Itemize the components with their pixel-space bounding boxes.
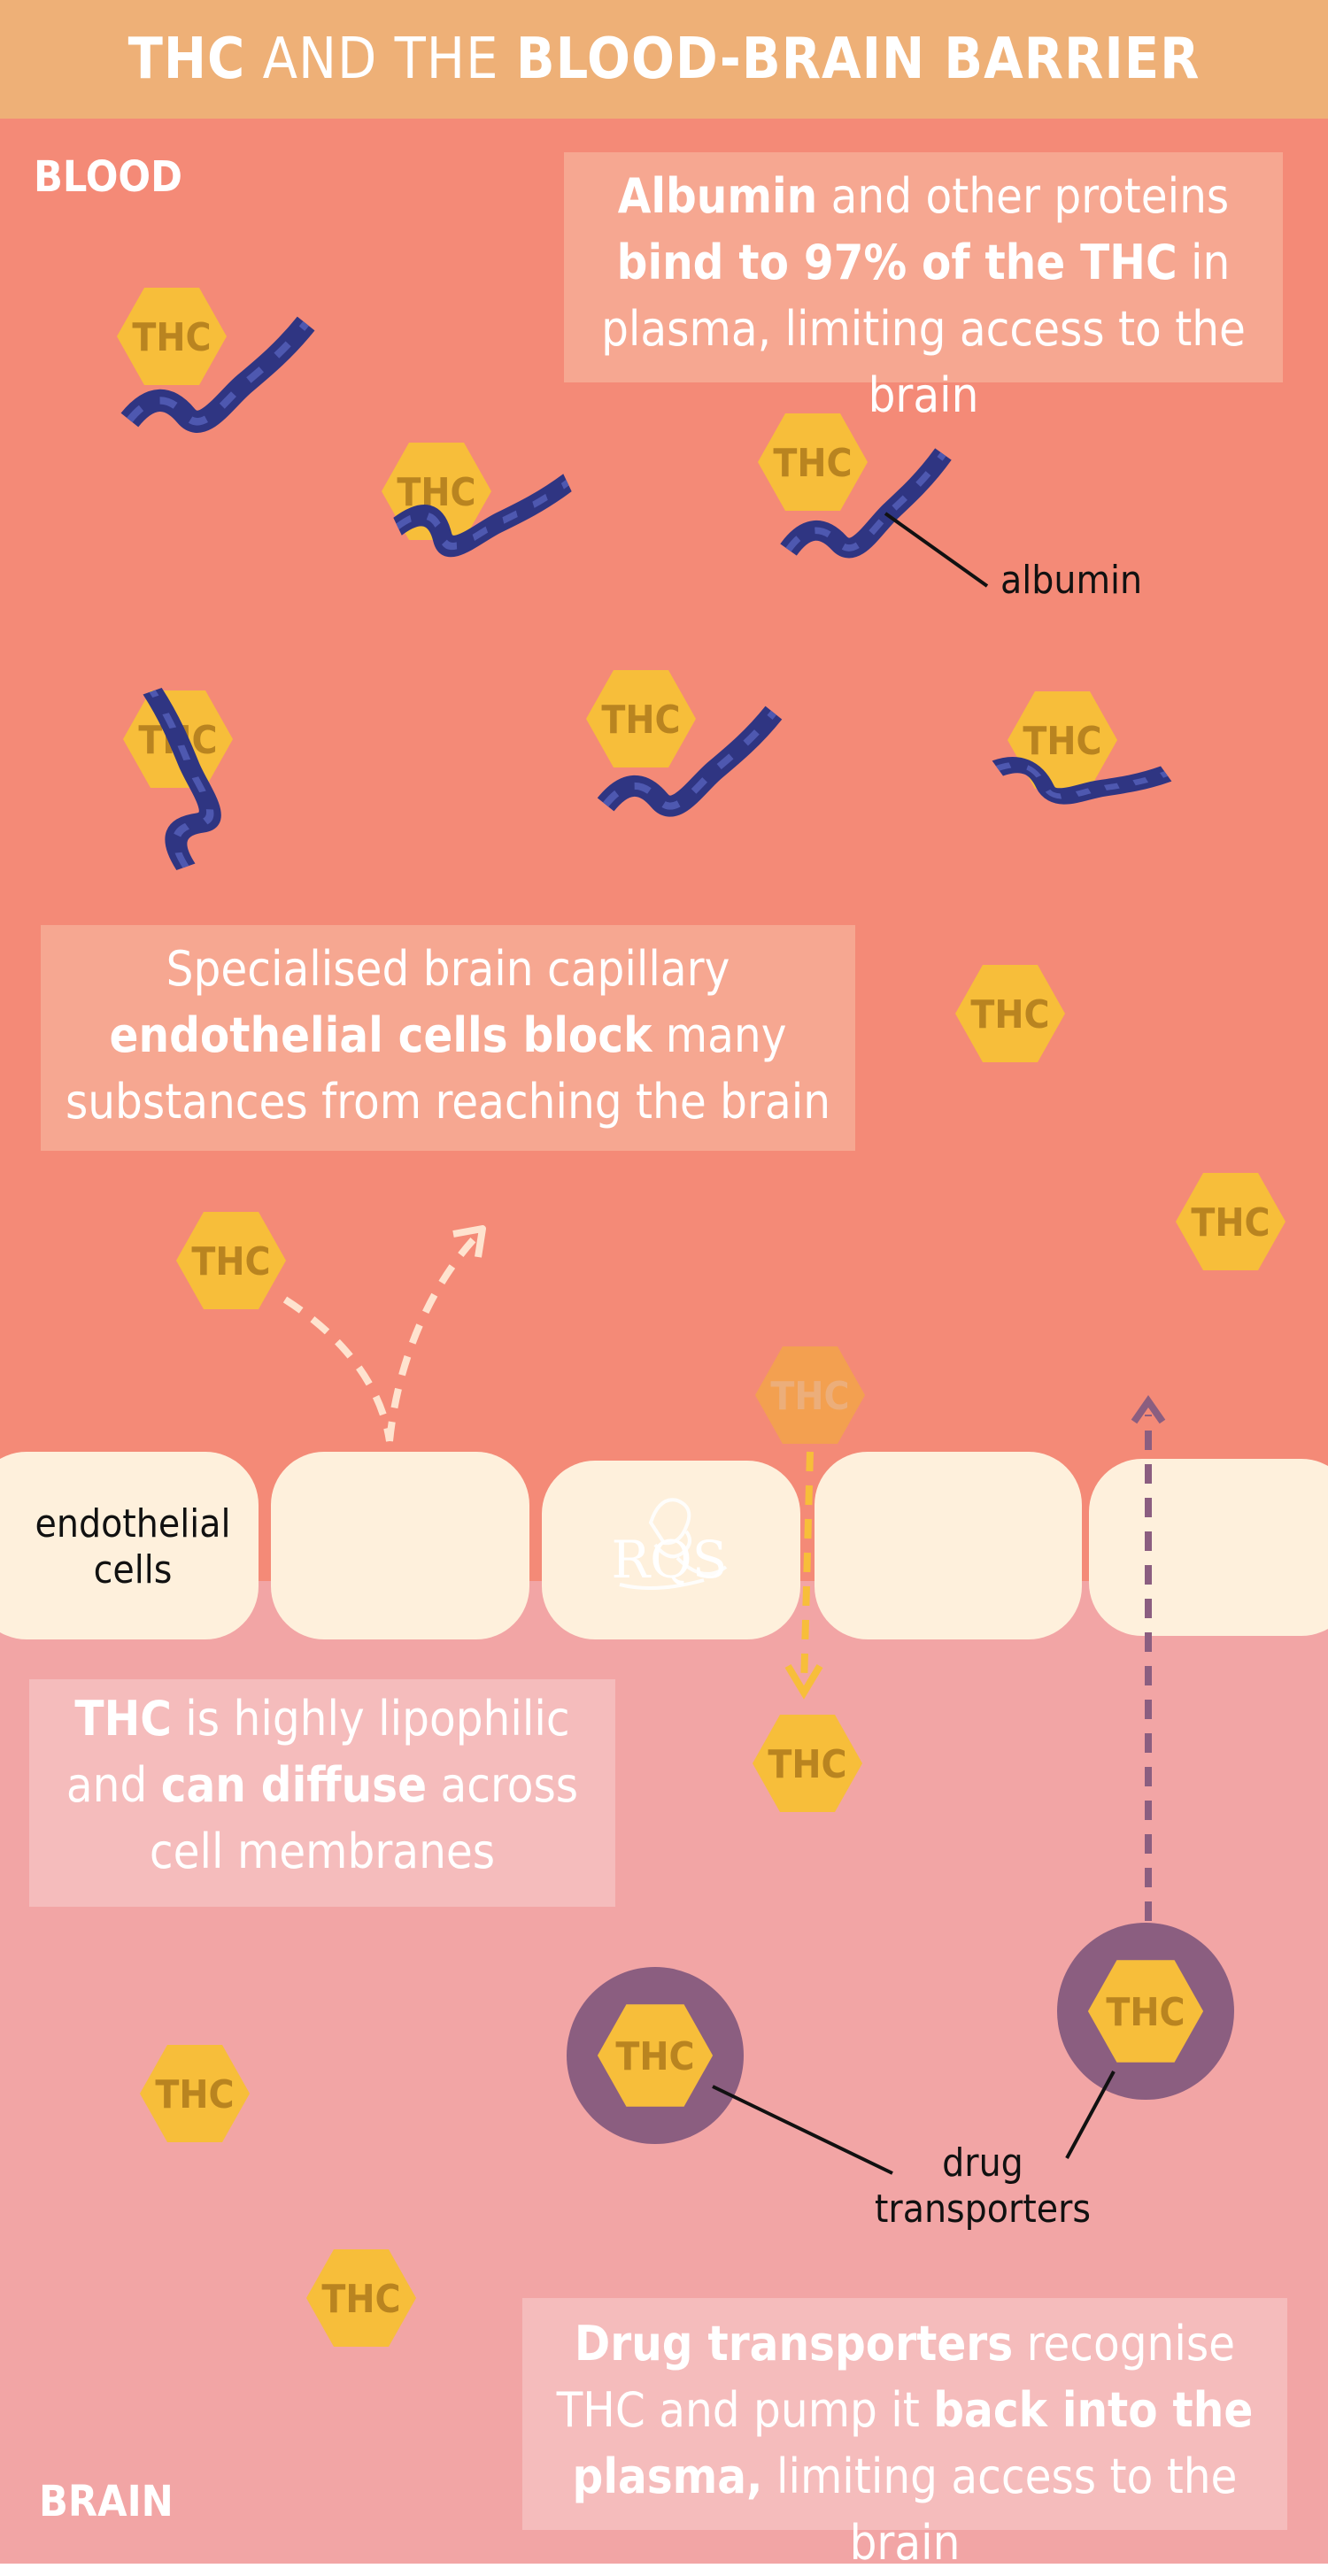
transporter-pointer-1 xyxy=(712,2085,893,2175)
rqs-watermark-logo xyxy=(619,1498,728,1590)
endothelial-cell-layer xyxy=(0,1452,1328,1639)
lipophilic-callout-bg xyxy=(29,1679,615,1907)
efflux-arrowhead xyxy=(1131,1394,1166,1424)
thc-label: THC xyxy=(1191,1200,1270,1246)
watermark-text: RQS xyxy=(612,1530,728,1590)
endothelial-cell-5 xyxy=(1089,1459,1328,1636)
thc-label: THC xyxy=(773,441,852,486)
endothelial-cell-2 xyxy=(271,1452,529,1639)
thc-label: THC xyxy=(397,470,475,515)
free-thc-brain-2: THC xyxy=(306,2249,416,2347)
albumin-callout-bg xyxy=(564,152,1283,382)
drug-label-line1: drug xyxy=(942,2140,1023,2186)
thc-label: THC xyxy=(768,1742,846,1787)
endothelial-cell-3 xyxy=(542,1461,800,1639)
thc-label: THC xyxy=(155,2072,234,2117)
drug-transporters-label: drug transporters xyxy=(850,2140,1116,2233)
blood-zone-label: BLOOD xyxy=(34,152,182,202)
free-thc-blood-1: THC xyxy=(955,965,1065,1062)
albumin-label: albumin xyxy=(1000,558,1143,603)
blocked-thc: THC xyxy=(176,1212,286,1309)
thc-label: THC xyxy=(191,1239,270,1284)
albumin-callout: Albumin and other proteins bind to 97% o… xyxy=(601,168,1246,423)
thc-albumin-complex-1: THC xyxy=(117,288,306,435)
page-title: THC AND THE BLOOD-BRAIN BARRIER xyxy=(127,27,1201,92)
blocked-arrowhead xyxy=(452,1225,486,1258)
transporters-callout: Drug transporters recognise THC and pump… xyxy=(556,2316,1254,2571)
thc-albumin-complex-3: THC xyxy=(758,413,943,555)
title-banner: THC AND THE BLOOD-BRAIN BARRIER xyxy=(0,0,1328,119)
thc-albumin-complex-4: THC xyxy=(85,690,254,867)
endothelial-label-line2: cells xyxy=(93,1547,173,1593)
thc-label: THC xyxy=(970,992,1049,1037)
thc-albumin-complex-2: THC xyxy=(382,426,567,584)
thc-label: THC xyxy=(1106,1990,1185,2035)
thc-label: THC xyxy=(770,1374,849,1419)
drug-label-line2: transporters xyxy=(874,2187,1092,2232)
diffusing-thc-faded: THC xyxy=(755,1346,865,1444)
thc-albumin-complex-6: THC xyxy=(998,691,1166,839)
diffusion-arrow xyxy=(800,1451,814,1687)
drug-transporter-1: THC xyxy=(567,1967,744,2144)
drug-transporter-2: THC xyxy=(1057,1923,1234,2100)
endothelial-cells-label: endothelial cells xyxy=(18,1501,248,1593)
thc-label: THC xyxy=(1023,719,1101,764)
endothelial-cell-4 xyxy=(815,1452,1082,1639)
thc-label: THC xyxy=(321,2277,400,2322)
thc-label: THC xyxy=(615,2034,694,2079)
endothelial-callout: Specialised brain capillary endothelial … xyxy=(65,941,831,1130)
thc-albumin-complex-5: THC xyxy=(586,670,774,819)
transporter-pointer-2 xyxy=(1065,2071,1116,2159)
free-thc-blood-2: THC xyxy=(1176,1173,1286,1270)
blocked-path-arrow-return xyxy=(386,1237,476,1442)
diffusion-arrowhead xyxy=(784,1663,823,1700)
endothelial-label-line1: endothelial xyxy=(35,1501,231,1546)
thc-label: THC xyxy=(132,315,211,360)
endothelial-cell-1 xyxy=(0,1452,259,1639)
thc-label: THC xyxy=(601,698,680,743)
endothelial-callout-bg xyxy=(41,925,855,1151)
albumin-pointer-line xyxy=(884,512,989,588)
diffused-thc-brain: THC xyxy=(753,1715,862,1812)
transporters-callout-bg xyxy=(522,2298,1287,2530)
blocked-path-arrow xyxy=(282,1296,393,1442)
free-thc-brain-1: THC xyxy=(140,2045,250,2142)
brain-zone-label: BRAIN xyxy=(39,2477,174,2526)
lipophilic-callout: THC is highly lipophilic and can diffuse… xyxy=(66,1691,579,1879)
